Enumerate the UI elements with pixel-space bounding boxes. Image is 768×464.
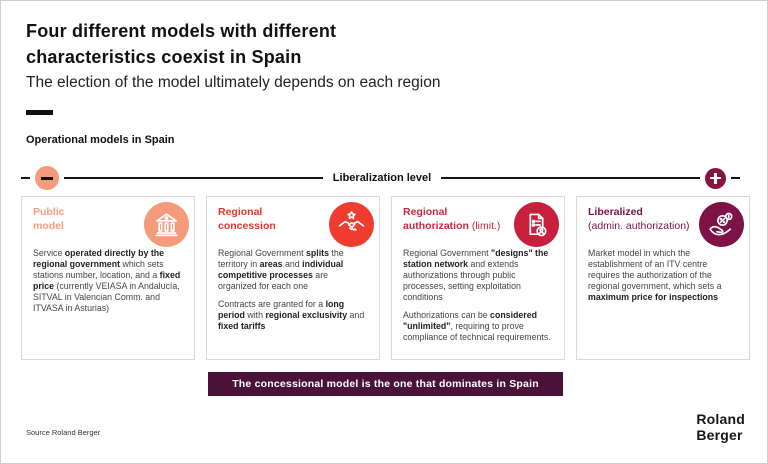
card-body: Market model in which the establishment …	[588, 248, 738, 303]
minus-icon	[35, 166, 59, 190]
card-body: Regional Government "designs" the statio…	[403, 248, 553, 343]
axis-line-right	[441, 176, 701, 180]
title-divider	[26, 110, 53, 115]
handshake-icon	[329, 202, 374, 247]
card-paragraph: Regional Government splits the territory…	[218, 248, 344, 291]
axis-right-dash	[731, 176, 741, 180]
card-paragraph: Contracts are granted for a long period …	[218, 299, 365, 331]
bank-icon	[144, 202, 189, 247]
banner-text: The concessional model is the one that d…	[232, 378, 539, 390]
card-paragraph: Authorizations can be considered "unlimi…	[403, 310, 551, 342]
card-body: Service operated directly by the regiona…	[33, 248, 183, 314]
liberalization-axis: Liberalization level	[21, 166, 741, 190]
card-title: Liberalized(admin. authorization)	[588, 206, 690, 232]
page-subtitle: The election of the model ultimately dep…	[26, 74, 441, 91]
axis-left-dash	[21, 176, 30, 180]
card-paragraph: Market model in which the establishment …	[588, 248, 722, 302]
logo-line: Roland	[696, 411, 745, 427]
card-paragraph: Regional Government "designs" the statio…	[403, 248, 549, 302]
key-message-banner: The concessional model is the one that d…	[208, 372, 563, 396]
roland-berger-logo: Roland Berger	[696, 411, 745, 443]
axis-line-left	[64, 176, 323, 180]
axis-label: Liberalization level	[332, 172, 432, 184]
hand-coins-icon	[699, 202, 744, 247]
logo-line: Berger	[696, 426, 743, 443]
certificate-icon	[514, 202, 559, 247]
card-paragraph: Service operated directly by the regiona…	[33, 248, 181, 313]
plus-icon	[705, 167, 727, 189]
card-body: Regional Government splits the territory…	[218, 248, 368, 332]
section-label: Operational models in Spain	[26, 134, 175, 146]
source-note: Source Roland Berger	[26, 428, 101, 437]
model-card: Liberalized(admin. authorization) Market …	[576, 196, 750, 360]
